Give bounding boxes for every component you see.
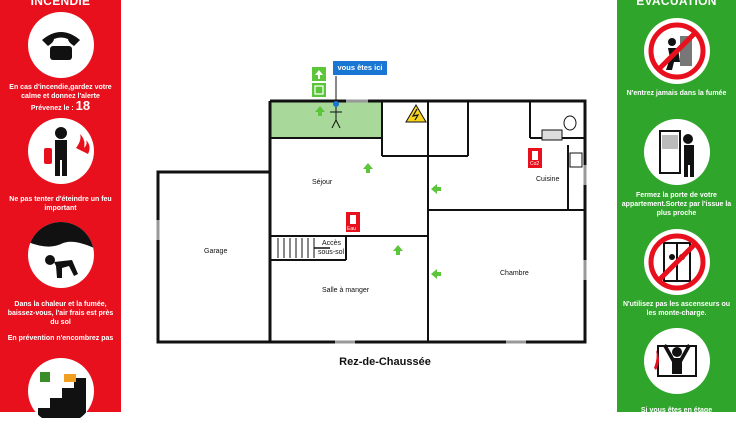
upper-floor-text: Si vous êtes en étage xyxy=(640,407,713,414)
room-garage: Garage xyxy=(204,248,228,255)
floor-caption: Rez-de-Chaussée xyxy=(339,356,431,368)
room-salle-a-manger: Salle à manger xyxy=(322,287,370,294)
floor-plan xyxy=(150,60,600,360)
fire-number-label: Prévenez le : xyxy=(30,105,74,112)
fire-warning-text: Ne pas tenter d'éteindre un feu importan… xyxy=(9,196,112,212)
close-door-text: Fermez la porte de votre appartement.Sor… xyxy=(621,192,732,217)
no-smoke-entry-icon xyxy=(643,18,710,84)
fire-number-line: Prévenez le : 18 xyxy=(4,98,117,113)
you-are-here-marker xyxy=(330,76,342,129)
close-door-icon xyxy=(643,119,710,185)
fire-panel: INCENDIE En cas d'incendie,gardez votre … xyxy=(0,0,121,424)
stairs-clutter-icon xyxy=(27,358,94,424)
room-sejour: Séjour xyxy=(312,179,333,186)
room-sous-sol: sous-sol xyxy=(318,249,345,256)
room-acces: Accès xyxy=(322,240,342,247)
upper-floor-icon xyxy=(643,328,710,394)
fire-alert-text: En cas d'incendie,gardez votre calme et … xyxy=(9,84,112,100)
extinguisher-co2-label: Co2 xyxy=(530,161,540,167)
exit-sign-icons xyxy=(312,67,326,97)
you-are-here-label: vous êtes ici xyxy=(333,61,387,75)
extinguisher-water-label: Eau xyxy=(347,226,356,232)
fire-panel-title: INCENDIE xyxy=(30,0,91,8)
smoke-advice-text: Dans la chaleur et la fumée, baissez-vou… xyxy=(7,301,114,326)
no-smoke-text: N'entrez jamais dans la fumée xyxy=(626,90,727,97)
fire-number: 18 xyxy=(75,98,91,113)
no-elevator-icon xyxy=(643,229,710,295)
room-chambre: Chambre xyxy=(500,270,529,277)
prevention-text: En prévention n'encombrez pas xyxy=(7,335,114,342)
extinguisher-person-icon xyxy=(27,118,94,184)
crawling-person-icon xyxy=(27,222,94,288)
evacuation-panel-title: EVACUATION xyxy=(636,0,717,8)
electric-hazard-icon xyxy=(405,104,427,123)
evacuation-panel: EVACUATION N'entrez jamais dans la fumée… xyxy=(617,0,736,414)
room-cuisine: Cuisine xyxy=(536,176,560,183)
current-zone-highlight xyxy=(271,101,382,137)
no-elevator-text: N'utilisez pas les ascenseurs ou les mon… xyxy=(622,301,731,317)
phone-icon xyxy=(27,12,94,78)
